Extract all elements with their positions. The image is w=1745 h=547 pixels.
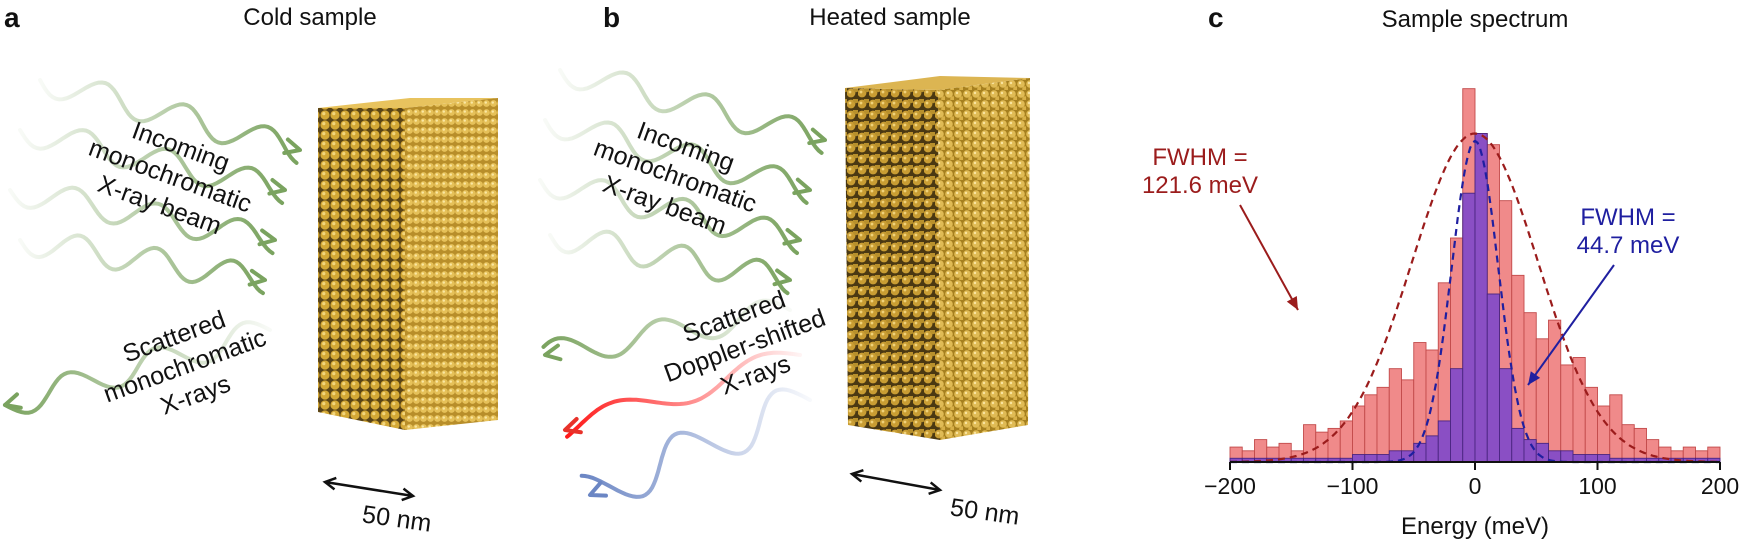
scattered-wave-heated-red-arrowhead [563, 416, 583, 435]
chart-title: Sample spectrum [1382, 6, 1569, 33]
bar-heated [1584, 386, 1598, 463]
incoming-wave-heated-1 [558, 68, 824, 155]
incoming-wave-cold-2-arrowhead [267, 178, 287, 196]
bar-heated [1401, 379, 1415, 463]
bar-cold [1560, 450, 1574, 463]
cold-crystal [318, 98, 498, 430]
bar-cold [1364, 454, 1378, 463]
bar-heated [1303, 424, 1317, 463]
bar-cold [1486, 293, 1500, 463]
bar-cold [1572, 454, 1586, 463]
bar-heated [1633, 427, 1647, 463]
scale-bar-heated-arrowhead-1 [849, 469, 864, 483]
heated-crystal [845, 76, 1030, 440]
incoming-wave-heated-1-arrowhead [807, 127, 827, 146]
scattered-wave-cold-arrowhead [3, 392, 23, 410]
x-tick-label: 0 [1469, 473, 1482, 499]
incoming-wave-cold-3 [8, 185, 275, 256]
bar-cold [1450, 368, 1464, 463]
fwhm-annotation-cold-line-1: FWHM = [1580, 204, 1675, 231]
fwhm-annotation-heated-arrow [1239, 204, 1299, 311]
scattered-wave-heated-red [565, 350, 802, 439]
scale-bar-cold-arrowhead-1 [322, 476, 337, 491]
bar-cold [1535, 442, 1549, 463]
panel-letter-b: b [603, 2, 621, 33]
fwhm-annotation-cold-arrow [1527, 264, 1615, 386]
scale-bar-cold [324, 480, 414, 498]
panel-letter-a: a [4, 2, 20, 33]
bar-heated [1388, 368, 1402, 463]
bar-heated [1376, 386, 1390, 463]
scattered-wave-heated-green-arrowhead [543, 343, 563, 362]
bar-cold [1523, 439, 1537, 463]
scattered-wave-heated-blue [579, 387, 812, 499]
bar-cold [1462, 192, 1476, 463]
incoming-wave-heated-4 [548, 229, 790, 296]
bar-cold [1499, 368, 1513, 463]
incoming-wave-cold-2 [18, 128, 285, 205]
bar-cold [1437, 420, 1451, 463]
incoming-wave-cold-3-arrowhead [257, 228, 277, 247]
fwhm-annotation-cold-line-2: 44.7 meV [1577, 232, 1680, 259]
bar-heated [1572, 357, 1586, 463]
scattered-wave-cold [3, 320, 272, 415]
bar-heated [1609, 394, 1623, 463]
x-tick-label: −200 [1204, 473, 1256, 499]
x-tick-label: −100 [1327, 473, 1379, 499]
incoming-wave-cold-1 [38, 78, 299, 165]
incoming-wave-cold-4 [18, 233, 265, 296]
bar-cold [1413, 442, 1427, 463]
bar-cold [1474, 133, 1488, 463]
fwhm-annotation-heated-line-1: FWHM = [1152, 144, 1247, 171]
incoming-wave-heated-3 [538, 178, 799, 255]
x-tick-label: 200 [1701, 473, 1739, 499]
bar-heated [1560, 364, 1574, 463]
scale-bar-cold-arrowhead-2 [401, 487, 416, 502]
series-heated [1229, 88, 1721, 463]
scattered-wave-heated-blue-arrowhead [588, 480, 608, 498]
incoming-wave-heated-4-arrowhead [772, 268, 792, 287]
series-cold [1229, 133, 1721, 463]
bar-cold [1584, 454, 1598, 463]
x-axis-label: Energy (meV) [1401, 513, 1549, 540]
bar-cold [1352, 454, 1366, 463]
bar-heated [1621, 424, 1635, 463]
incoming-wave-heated-2 [543, 118, 809, 205]
x-tick-label: 100 [1578, 473, 1616, 499]
panel-letter-c: c [1208, 2, 1224, 33]
scale-bar-heated [851, 472, 941, 492]
fit-curve-heated [1230, 132, 1720, 463]
panel-title-cold: Cold sample [243, 4, 377, 31]
scattered-wave-heated-green [541, 298, 792, 359]
incoming-wave-cold-4-arrowhead [247, 268, 267, 287]
incoming-wave-heated-3-arrowhead [782, 227, 802, 246]
fwhm-annotation-heated-line-2: 121.6 meV [1142, 172, 1258, 199]
incoming-wave-cold-1-arrowhead [282, 137, 302, 155]
fwhm-annotation-heated-arrowhead [1286, 296, 1298, 310]
incoming-wave-heated-2-arrowhead [792, 177, 812, 196]
bar-heated [1364, 394, 1378, 463]
scale-bar-heated-arrowhead-2 [928, 481, 943, 495]
panel-title-heated: Heated sample [809, 4, 971, 31]
bar-cold [1597, 454, 1611, 463]
bar-cold [1425, 435, 1439, 463]
fwhm-annotation-cold-arrowhead [1528, 371, 1541, 385]
bar-cold [1511, 427, 1525, 463]
bar-heated [1352, 405, 1366, 463]
